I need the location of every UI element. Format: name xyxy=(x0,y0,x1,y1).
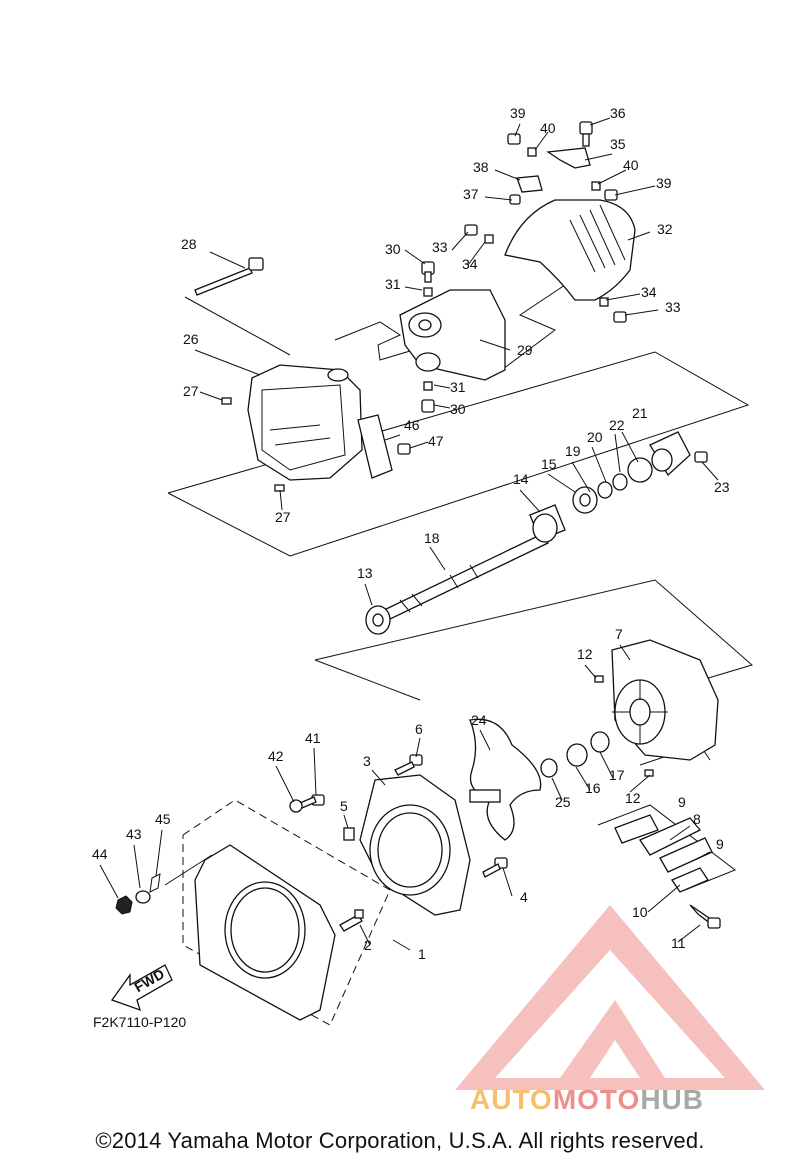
callout: 24 xyxy=(471,712,487,728)
seals-spacers xyxy=(540,675,654,778)
callout-labels: 1 2 3 4 5 6 7 8 9 9 10 11 12 12 13 14 15… xyxy=(92,105,730,962)
callout: 20 xyxy=(587,429,603,445)
callout: 29 xyxy=(517,342,533,358)
impeller-housing xyxy=(611,639,719,761)
callout: 36 xyxy=(610,105,626,121)
callout: 34 xyxy=(462,256,478,272)
callout: 1 xyxy=(418,946,426,962)
steering-nozzle xyxy=(399,289,506,381)
callout: 30 xyxy=(385,241,401,257)
callout: 6 xyxy=(415,721,423,737)
callout: 19 xyxy=(565,443,581,459)
callout: 33 xyxy=(665,299,681,315)
callout: 9 xyxy=(678,794,686,810)
callout: 23 xyxy=(714,479,730,495)
callout: 38 xyxy=(473,159,489,175)
callout: 31 xyxy=(450,379,466,395)
assembly-outlines xyxy=(164,284,754,1026)
callout: 26 xyxy=(183,331,199,347)
callout: 40 xyxy=(540,120,556,136)
deflector-bracket xyxy=(504,147,636,301)
callout: 25 xyxy=(555,794,571,810)
callout: 34 xyxy=(641,284,657,300)
callout: 14 xyxy=(513,471,529,487)
copyright-notice: ©2014 Yamaha Motor Corporation, U.S.A. A… xyxy=(95,1128,705,1153)
callout: 4 xyxy=(520,889,528,905)
callout: 39 xyxy=(656,175,672,191)
leader-lines xyxy=(99,117,719,951)
callout: 3 xyxy=(363,753,371,769)
pump-housing xyxy=(343,754,508,916)
housing-body xyxy=(247,364,363,481)
watermark-text: AUTOMOTOHUB xyxy=(470,1084,704,1116)
intake-duct xyxy=(194,844,364,1021)
bolts-upper xyxy=(194,121,708,492)
callout: 2 xyxy=(364,937,372,953)
callout: 37 xyxy=(463,186,479,202)
callout: 35 xyxy=(610,136,626,152)
callout: 42 xyxy=(268,748,284,764)
callout: 5 xyxy=(340,798,348,814)
callout: 30 xyxy=(450,401,466,417)
impeller xyxy=(469,718,542,841)
callout: 31 xyxy=(385,276,401,292)
callout: 12 xyxy=(625,790,641,806)
callout: 33 xyxy=(432,239,448,255)
watermark-part-3: HUB xyxy=(640,1084,704,1115)
callout: 16 xyxy=(585,780,601,796)
callout: 21 xyxy=(632,405,648,421)
callout: 41 xyxy=(305,730,321,746)
callout: 47 xyxy=(428,433,444,449)
cover-plate xyxy=(614,814,721,929)
callout: 22 xyxy=(609,417,625,433)
callout: 27 xyxy=(275,509,291,525)
callout: 39 xyxy=(510,105,526,121)
callout: 15 xyxy=(541,456,557,472)
callout: 10 xyxy=(632,904,648,920)
callout: 45 xyxy=(155,811,171,827)
callout: 12 xyxy=(577,646,593,662)
callout: 32 xyxy=(657,221,673,237)
fwd-arrow-icon: FWD xyxy=(110,964,173,1012)
callout: 46 xyxy=(404,417,420,433)
callout: 9 xyxy=(716,836,724,852)
callout: 7 xyxy=(615,626,623,642)
callout: 27 xyxy=(183,383,199,399)
callout: 17 xyxy=(609,767,625,783)
callout: 28 xyxy=(181,236,197,252)
callout: 43 xyxy=(126,826,142,842)
diagram-code: F2K7110-P120 xyxy=(93,1014,187,1030)
fasteners-left xyxy=(115,794,325,915)
shaft-bearings xyxy=(365,431,691,635)
watermark-part-1: AUTO xyxy=(470,1084,553,1115)
watermark-logo xyxy=(455,905,765,1090)
plate-46 xyxy=(357,414,393,479)
callout: 13 xyxy=(357,565,373,581)
callout: 8 xyxy=(693,811,701,827)
watermark-part-2: MOTO xyxy=(552,1084,641,1115)
callout: 18 xyxy=(424,530,440,546)
callout: 44 xyxy=(92,846,108,862)
callout: 40 xyxy=(623,157,639,173)
